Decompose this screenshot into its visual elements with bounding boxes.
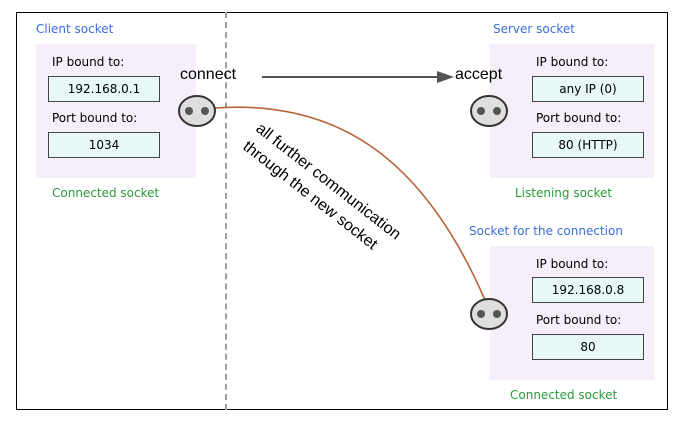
connect-arrow-head (437, 71, 454, 83)
connection-ip-label: IP bound to: (536, 257, 609, 271)
client-ip-label: IP bound to: (52, 55, 125, 69)
communication-curve (214, 106, 486, 301)
network-divider (225, 12, 227, 410)
accept-label: accept (455, 66, 503, 83)
client-socket-status: Connected socket (52, 186, 160, 200)
connection-socket-status: Connected socket (510, 388, 618, 402)
connection-port-value: 80 (532, 334, 644, 360)
connection-ip-value: 192.168.0.8 (532, 277, 644, 303)
connection-socket-title: Socket for the connection (469, 224, 623, 238)
client-socket-icon (178, 95, 216, 127)
server-port-label: Port bound to: (536, 111, 622, 125)
server-ip-value: any IP (0) (532, 76, 644, 102)
client-socket-title: Client socket (36, 22, 114, 36)
client-port-label: Port bound to: (52, 111, 138, 125)
client-port-value: 1034 (48, 132, 160, 158)
server-socket-title: Server socket (493, 22, 575, 36)
server-port-value: 80 (HTTP) (532, 132, 644, 158)
server-socket-status: Listening socket (515, 186, 613, 200)
connection-socket-icon (470, 298, 508, 330)
connect-label: connect (180, 66, 237, 83)
connection-port-label: Port bound to: (536, 313, 622, 327)
server-ip-label: IP bound to: (536, 55, 609, 69)
server-socket-icon (470, 95, 508, 127)
client-ip-value: 192.168.0.1 (48, 76, 160, 102)
